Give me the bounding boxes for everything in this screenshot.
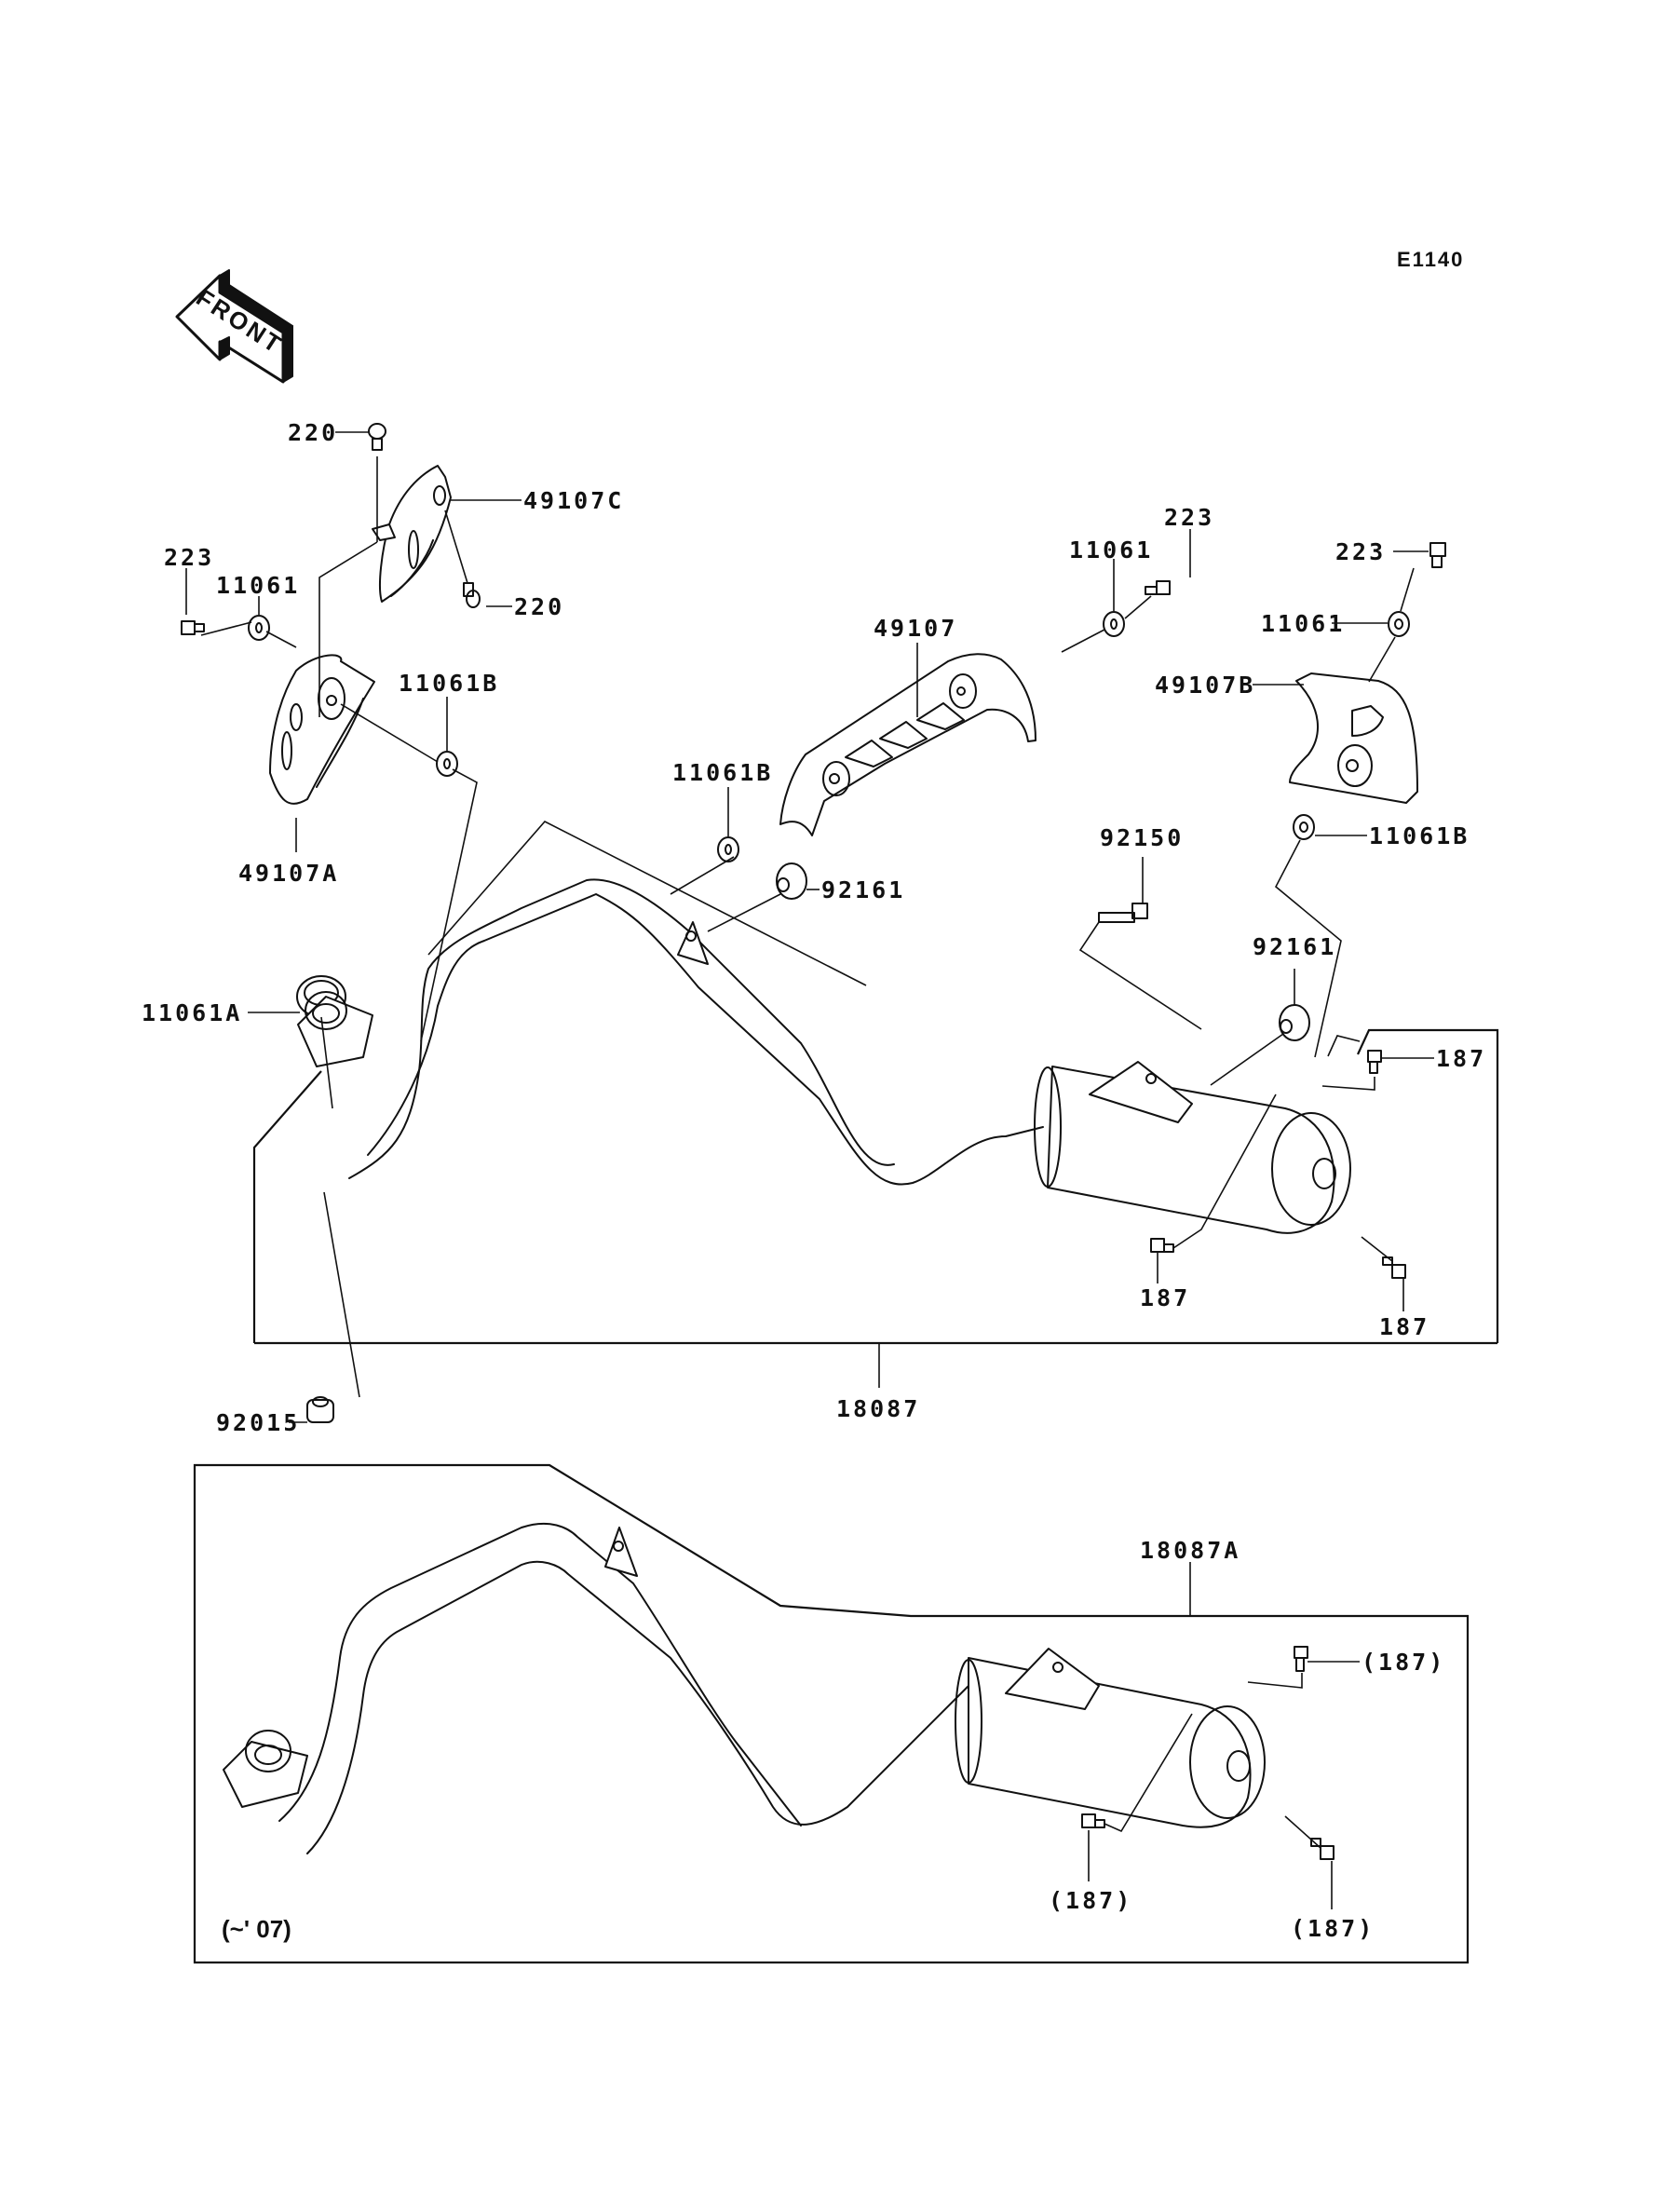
callout-11061B-left[interactable]: 11061B	[399, 670, 500, 697]
exhaust-pipe-18087	[297, 878, 1044, 1186]
callout-11061A[interactable]: 11061A	[142, 999, 243, 1026]
assembly-frame-18087	[252, 1028, 1499, 1345]
callout-187-bottom-left[interactable]: 187	[1140, 1284, 1191, 1311]
callout-92150[interactable]: 92150	[1100, 824, 1185, 851]
callout-187-bottom-right[interactable]: 187	[1379, 1313, 1430, 1340]
bolt-187-bottom-right	[1382, 1256, 1406, 1279]
washer-11061-right	[1388, 611, 1410, 637]
callout-187-variant-top[interactable]: (187)	[1362, 1649, 1446, 1676]
callout-187-right[interactable]: 187	[1436, 1045, 1487, 1072]
callout-92161-right[interactable]: 92161	[1253, 933, 1337, 960]
callout-220-top[interactable]: 220	[288, 419, 339, 446]
callout-223-left[interactable]: 223	[164, 544, 215, 571]
bolt-187-variant-right	[1310, 1838, 1335, 1860]
grommet-92161-right	[1279, 1004, 1310, 1041]
screw-220-top	[368, 423, 386, 451]
applicability-note: (~' 07)	[222, 1915, 291, 1943]
callout-49107B[interactable]: 49107B	[1155, 672, 1256, 699]
callout-18087A[interactable]: 18087A	[1140, 1537, 1241, 1564]
assembly-frame-18087A	[193, 1463, 1470, 1964]
washer-11061-mid	[1103, 611, 1125, 637]
heat-guard-49107B	[1289, 672, 1418, 804]
callout-223-mid[interactable]: 223	[1164, 504, 1215, 531]
callout-11061B-mid[interactable]: 11061B	[672, 759, 774, 786]
leader-lines	[185, 431, 1434, 1909]
callout-187-variant-left[interactable]: (187)	[1049, 1887, 1133, 1914]
bolt-223-right	[1429, 542, 1446, 568]
diagram-code: E1140	[1397, 248, 1465, 271]
exhaust-pipe-18087A	[223, 1522, 969, 1854]
callout-92015[interactable]: 92015	[216, 1409, 301, 1436]
callout-49107C[interactable]: 49107C	[523, 487, 625, 514]
callout-11061-mid[interactable]: 11061	[1069, 536, 1154, 564]
washer-11061B-mid	[717, 836, 739, 862]
muffler-18087A	[955, 1648, 1266, 1828]
grommet-92161-mid	[776, 862, 807, 900]
bolt-187-variant-top	[1294, 1646, 1308, 1672]
bolt-187-right	[1367, 1050, 1382, 1074]
callout-49107A[interactable]: 49107A	[238, 860, 340, 887]
bolt-92150	[1098, 903, 1148, 923]
bolt-187-bottom-left	[1150, 1238, 1174, 1253]
washer-11061-left	[248, 615, 270, 641]
heat-guard-49107	[779, 653, 1036, 836]
callout-187-variant-right[interactable]: (187)	[1291, 1915, 1375, 1942]
callout-49107[interactable]: 49107	[874, 615, 958, 642]
callout-11061-left[interactable]: 11061	[216, 572, 301, 599]
callout-11061-right[interactable]: 11061	[1261, 610, 1346, 637]
washer-11061B-left	[436, 751, 458, 777]
front-arrow-icon	[175, 269, 293, 384]
washer-11061B-right	[1293, 814, 1315, 840]
screw-220-side	[463, 582, 481, 608]
callout-18087[interactable]: 18087	[836, 1395, 921, 1422]
bolt-223-left	[181, 620, 205, 635]
bolt-187-variant-left	[1081, 1813, 1105, 1828]
heat-guard-49107A	[269, 654, 375, 805]
nut-92015	[306, 1396, 334, 1423]
callout-11061B-right[interactable]: 11061B	[1369, 822, 1470, 849]
callout-223-right[interactable]: 223	[1335, 538, 1387, 565]
heat-guard-49107C	[372, 465, 452, 603]
bolt-223-mid	[1145, 580, 1171, 595]
callout-220-side[interactable]: 220	[514, 593, 565, 620]
callout-92161-mid[interactable]: 92161	[821, 876, 906, 903]
muffler-18087	[1034, 1061, 1351, 1234]
